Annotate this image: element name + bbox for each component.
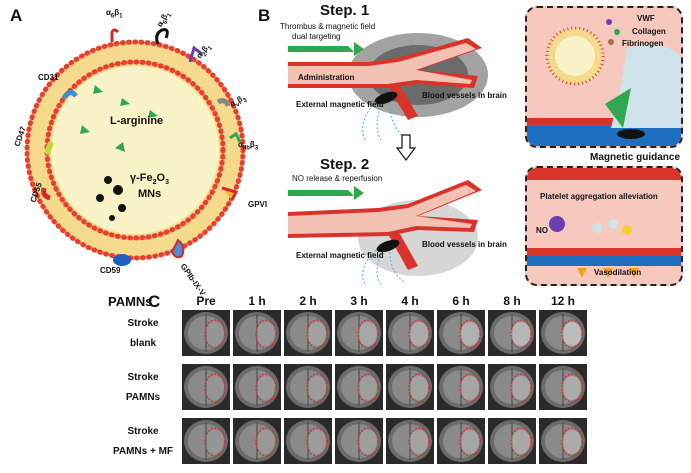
mri-slice bbox=[284, 364, 332, 410]
panel-b-letter: B bbox=[258, 6, 271, 25]
vessels-label-1: Blood vessels in brain bbox=[422, 91, 507, 100]
mri-slice bbox=[335, 364, 383, 410]
administration-label: Administration bbox=[298, 73, 355, 82]
row-label-line1: Stroke bbox=[127, 426, 159, 437]
time-label: 3 h bbox=[350, 294, 368, 308]
mri-slice bbox=[284, 310, 332, 356]
row-label-line1: Stroke bbox=[127, 318, 159, 329]
receptor-cd59: CD59 bbox=[100, 266, 121, 275]
step1-title: Step. 1 bbox=[320, 2, 370, 19]
mri-slice bbox=[386, 418, 434, 464]
core-text-larginine: L-arginine bbox=[110, 115, 164, 127]
mri-slice bbox=[335, 310, 383, 356]
ext-field-label-2: External magnetic field bbox=[296, 251, 384, 260]
time-label: Pre bbox=[196, 294, 216, 308]
step1-vessel-diagram bbox=[288, 33, 488, 140]
magnetic-guidance-label: Magnetic guidance bbox=[590, 152, 681, 163]
core-text-mns: MNs bbox=[138, 188, 162, 200]
row-label-line2: PAMNs bbox=[125, 392, 161, 403]
receptor-gpvi: GPVI bbox=[248, 200, 268, 209]
mri-slice bbox=[233, 310, 281, 356]
mri-slice bbox=[284, 418, 332, 464]
pamn-diagram bbox=[24, 28, 246, 266]
ext-field-label-1: External magnetic field bbox=[296, 100, 384, 109]
mri-slice bbox=[182, 418, 230, 464]
time-label: 8 h bbox=[503, 294, 521, 308]
step-down-arrow bbox=[396, 134, 416, 161]
mri-slice bbox=[437, 364, 485, 410]
legend-vwf: VWF bbox=[637, 14, 655, 23]
no-label: NO bbox=[536, 226, 548, 235]
mri-slice bbox=[182, 310, 230, 356]
mri-slice bbox=[488, 364, 536, 410]
time-label: 12 h bbox=[550, 294, 575, 308]
row-label-line1: Stroke bbox=[127, 372, 159, 383]
panel-a-title: PAMNs bbox=[108, 294, 153, 309]
vessels-label-2: Blood vessels in brain bbox=[422, 240, 507, 249]
panel-a-letter: A bbox=[10, 6, 23, 25]
step2-title: Step. 2 bbox=[320, 156, 370, 173]
step2-zoom-box bbox=[525, 166, 683, 286]
row-label: Stroke blank bbox=[108, 314, 178, 354]
receptor-cd31: CD31 bbox=[38, 73, 59, 82]
no-release-label: NO release & reperfusion bbox=[292, 174, 383, 183]
legend-fibrinogen: Fibrinogen bbox=[622, 39, 664, 48]
mri-slice bbox=[488, 418, 536, 464]
time-label: 2 h bbox=[299, 294, 317, 308]
mri-slice bbox=[335, 418, 383, 464]
time-label: 1 h bbox=[248, 294, 266, 308]
thrombus-label-2: dual targeting bbox=[292, 32, 341, 41]
time-label: 4 h bbox=[401, 294, 419, 308]
thrombus-label-1: Thrombus & magnetic field bbox=[280, 22, 376, 31]
mri-slice bbox=[386, 364, 434, 410]
mri-slice bbox=[488, 310, 536, 356]
legend-collagen: Collagen bbox=[632, 27, 666, 36]
receptor-aiib3: αIIbβ3 bbox=[238, 140, 259, 152]
step2-vessel-diagram bbox=[288, 180, 482, 287]
panel-c-letter: C bbox=[148, 292, 161, 311]
platelet-alleviation-label: Platelet aggregation alleviation bbox=[540, 192, 658, 201]
mri-slice bbox=[539, 364, 587, 410]
mri-slice bbox=[437, 310, 485, 356]
mri-slice bbox=[233, 418, 281, 464]
row-label-line2: PAMNs + MF bbox=[112, 446, 174, 457]
mri-slice bbox=[386, 310, 434, 356]
receptor-a6b1: α6β1 bbox=[106, 8, 123, 20]
step1-zoom-box bbox=[525, 6, 683, 148]
time-label: 6 h bbox=[452, 294, 470, 308]
mri-slice bbox=[539, 418, 587, 464]
core-text-fe2o3: γ-Fe2O3 bbox=[130, 172, 169, 187]
mri-slice bbox=[182, 364, 230, 410]
mri-slice bbox=[437, 418, 485, 464]
vasodilation-label: Vasodilation bbox=[594, 268, 642, 277]
mri-slice bbox=[233, 364, 281, 410]
mri-slice bbox=[539, 310, 587, 356]
row-label-line2: blank bbox=[129, 338, 157, 349]
